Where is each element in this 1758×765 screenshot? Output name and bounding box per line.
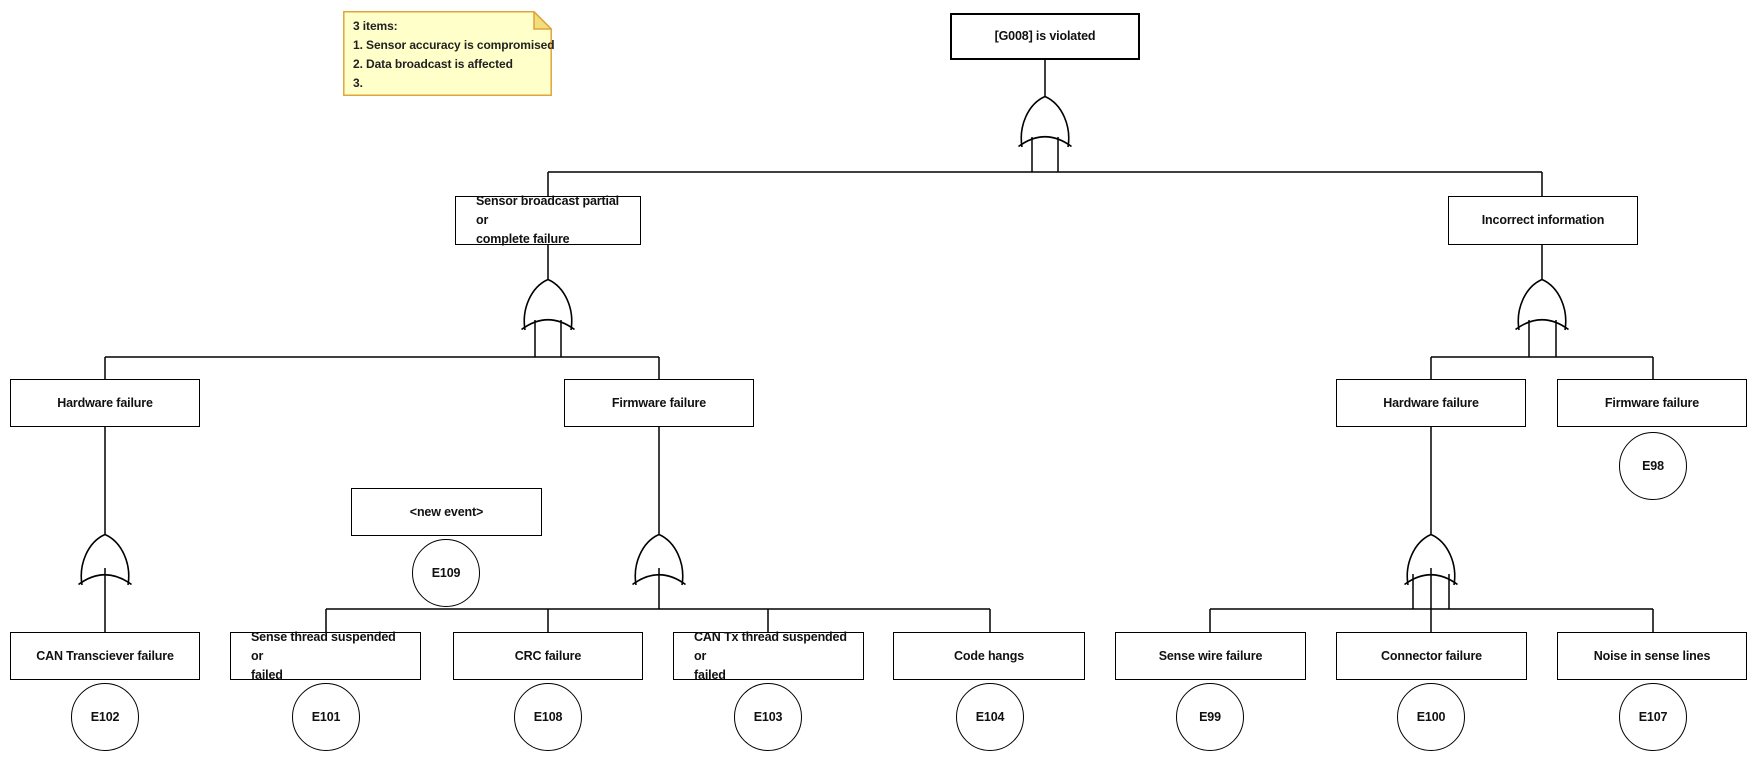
node-label: Incorrect information	[1481, 213, 1605, 227]
node-sense-thread-suspended[interactable]: Sense thread suspended or failed	[230, 630, 421, 682]
sticky-note-shape	[343, 9, 554, 96]
sticky-note-line: 3.	[353, 76, 363, 90]
basic-event-E104[interactable]: E104	[956, 683, 1024, 751]
node-label: Connector failure	[1381, 648, 1482, 663]
sticky-note-body	[343, 11, 552, 96]
or-gate-icon[interactable]	[521, 278, 575, 331]
basic-event-label: E107	[1638, 710, 1668, 724]
sticky-note[interactable]: 3 items: 1. Sensor accuracy is compromis…	[343, 9, 555, 96]
or-gate-icon[interactable]	[1515, 278, 1569, 331]
sticky-note-line: 3 items:	[353, 19, 398, 33]
basic-event-E99[interactable]: E99	[1176, 683, 1244, 751]
node-code-hangs[interactable]: Code hangs	[893, 632, 1085, 680]
node-label: Firmware failure	[611, 395, 707, 410]
node-sense-wire-failure[interactable]: Sense wire failure	[1115, 632, 1306, 680]
or-gate-icon[interactable]	[632, 533, 686, 586]
or-gate-icon[interactable]	[1404, 533, 1458, 586]
node-hardware-failure-right[interactable]: Hardware failure	[1336, 379, 1526, 427]
node-connector-failure[interactable]: Connector failure	[1336, 632, 1527, 680]
basic-event-label: E102	[90, 710, 120, 724]
node-label: Hardware failure	[57, 395, 153, 410]
or-gate-path	[78, 573, 132, 586]
or-gate-icon[interactable]	[78, 533, 132, 586]
or-gate-path	[523, 278, 573, 331]
basic-event-label: E101	[311, 710, 341, 724]
node-label-line: Sensor broadcast partial or	[476, 194, 619, 227]
node-g008[interactable]: [G008] is violated	[950, 13, 1140, 60]
node-label: Code hangs	[953, 648, 1025, 663]
basic-event-E103[interactable]: E103	[734, 683, 802, 751]
node-can-tx-thread-suspended[interactable]: CAN Tx thread suspended or failed	[673, 630, 864, 682]
node-label-line: Sense thread suspended or	[251, 629, 396, 663]
basic-event-label: E109	[431, 566, 461, 580]
node-label-line: failed	[251, 667, 283, 682]
node-label: <new event>	[409, 504, 484, 519]
basic-event-E109[interactable]: E109	[412, 539, 480, 607]
basic-event-E101[interactable]: E101	[292, 683, 360, 751]
node-noise-in-sense-lines[interactable]: Noise in sense lines	[1557, 632, 1747, 680]
or-gate-icon[interactable]	[1018, 95, 1072, 148]
node-label: Hardware failure	[1383, 395, 1479, 410]
node-label: CRC failure	[514, 648, 582, 663]
or-gate-path	[1406, 533, 1456, 586]
basic-event-label: E100	[1416, 710, 1446, 724]
node-sensor-broadcast-failure[interactable]: Sensor broadcast partial or complete fail…	[455, 194, 641, 246]
node-firmware-failure-left[interactable]: Firmware failure	[564, 379, 754, 427]
or-gate-path	[1020, 95, 1070, 148]
node-hardware-failure-left[interactable]: Hardware failure	[10, 379, 200, 427]
or-gate-path	[1018, 135, 1072, 148]
basic-event-E102[interactable]: E102	[71, 683, 139, 751]
node-label-line: complete failure	[476, 232, 570, 246]
node-firmware-failure-right[interactable]: Firmware failure	[1557, 379, 1747, 427]
node-label-line: CAN Tx thread suspended or	[694, 629, 847, 663]
node-crc-failure[interactable]: CRC failure	[453, 632, 643, 680]
basic-event-E108[interactable]: E108	[514, 683, 582, 751]
or-gate-path	[632, 573, 686, 586]
node-new-event[interactable]: <new event>	[351, 488, 542, 536]
or-gate-path	[634, 533, 684, 586]
basic-event-label: E104	[975, 710, 1005, 724]
basic-event-label: E99	[1199, 710, 1221, 724]
node-can-transciever-failure[interactable]: CAN Transciever failure	[10, 632, 200, 680]
basic-event-label: E98	[1642, 459, 1664, 473]
sticky-note-line: 1. Sensor accuracy is compromised	[353, 38, 555, 52]
or-gate-path	[80, 533, 130, 586]
or-gate-path	[1517, 278, 1567, 331]
node-incorrect-information[interactable]: Incorrect information	[1448, 196, 1638, 245]
or-gate-path	[1404, 573, 1458, 586]
basic-event-E98[interactable]: E98	[1619, 432, 1687, 500]
basic-event-label: E103	[753, 710, 783, 724]
sticky-note-fold-icon	[533, 9, 554, 30]
sticky-note-line: 2. Data broadcast is affected	[353, 57, 513, 71]
node-label: Noise in sense lines	[1593, 648, 1711, 663]
node-label: Firmware failure	[1604, 395, 1700, 410]
sticky-note-text: 3 items: 1. Sensor accuracy is compromis…	[353, 17, 555, 93]
node-label-line: failed	[694, 667, 726, 682]
node-label: [G008] is violated	[994, 29, 1096, 43]
or-gate-path	[521, 318, 575, 331]
node-label: Sense wire failure	[1158, 648, 1263, 663]
basic-event-E107[interactable]: E107	[1619, 683, 1687, 751]
or-gate-path	[1515, 318, 1569, 331]
basic-event-label: E108	[533, 710, 563, 724]
basic-event-E100[interactable]: E100	[1397, 683, 1465, 751]
node-label: CAN Transciever failure	[36, 648, 174, 663]
